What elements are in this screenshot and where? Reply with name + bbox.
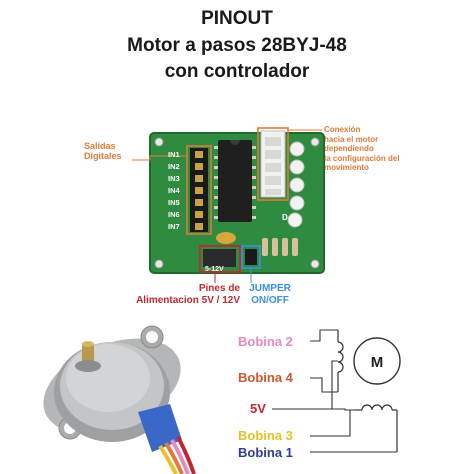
mount-hole-icon [154, 137, 164, 147]
resistor-row [262, 238, 298, 256]
coil-a [337, 330, 344, 392]
salidas-line1: Salidas [84, 141, 116, 151]
pines-label: Pines de Alimentacion 5V / 12V [120, 283, 240, 307]
conexion-line-2: hacia el motor [324, 134, 379, 144]
pin-label-in2: IN2 [168, 162, 180, 171]
bobina4-label: Bobina 4 [238, 370, 293, 385]
conexion-line-3: dependiendo [324, 144, 374, 153]
salidas-label: Salidas Digitales [84, 141, 122, 161]
salidas-leader-line [132, 155, 187, 161]
power-pin-label: 5-12V [205, 266, 224, 273]
jumper [245, 249, 257, 265]
coil-b [355, 404, 398, 452]
power-header [203, 249, 236, 267]
bobina3-label: Bobina 3 [238, 428, 293, 443]
header-highlight [186, 145, 212, 235]
pin-label-in6: IN6 [168, 210, 180, 219]
capacitor [216, 232, 236, 244]
title-motor: Motor a pasos 28BYJ-48 [127, 35, 347, 56]
pin-label-in7: IN7 [168, 222, 180, 231]
conexion-label: Conexión hacia el motor dependiendo la c… [324, 125, 474, 173]
title-pinout: PINOUT [201, 8, 273, 29]
jumper-label: JUMPER ON/OFF [240, 283, 300, 307]
conexion-line-1: Conexión [324, 125, 361, 134]
mount-hole-icon [310, 259, 320, 269]
bobina2-label: Bobina 2 [238, 334, 293, 349]
led-column [287, 141, 305, 228]
salidas-line2: Digitales [84, 151, 122, 161]
conexion-line-4: la configuración del [324, 153, 400, 163]
pines-line2: Alimentacion 5V / 12V [136, 295, 240, 306]
pin-label-in4: IN4 [168, 186, 180, 195]
pin-label-in1: IN1 [168, 150, 180, 159]
pin-label-in5: IN5 [168, 198, 180, 207]
title-controller: con controlador [164, 61, 310, 82]
connector-highlight [257, 127, 289, 201]
bobina1-label: Bobina 1 [238, 445, 293, 460]
motor-symbol-label: M [371, 354, 384, 371]
5v-label: 5V [250, 401, 266, 416]
jumper-line1: JUMPER [249, 283, 291, 294]
flange-hole-icon [146, 331, 158, 343]
pines-line1: Pines de [198, 283, 240, 294]
jumper-line2: ON/OFF [251, 295, 289, 306]
wire-housing [138, 404, 182, 452]
motor-symbol [353, 337, 401, 385]
schematic-wires [272, 329, 397, 453]
d-label: D [282, 213, 288, 222]
mount-hole-icon [154, 259, 164, 269]
pin-label-in3: IN3 [168, 174, 180, 183]
conexion-line-5: movimiento [324, 163, 369, 172]
power-highlight [199, 245, 241, 273]
mount-hole-icon [310, 137, 320, 147]
driver-ic [218, 140, 252, 222]
motor-wires [158, 436, 196, 474]
